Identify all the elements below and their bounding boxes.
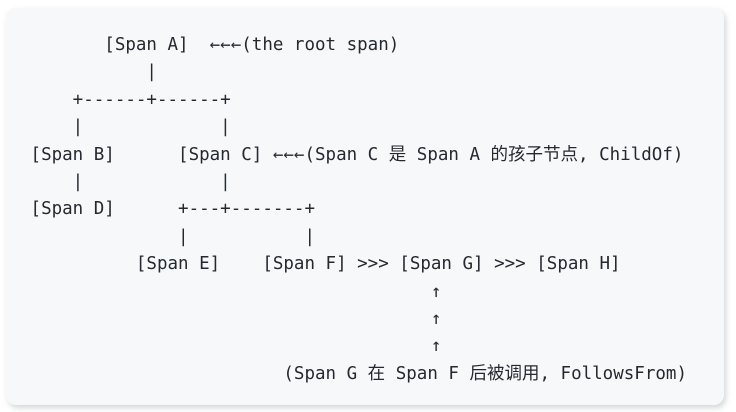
span-relationship-ascii-diagram: [Span A] ←←←(the root span) | +------+--… [30, 35, 687, 384]
code-block-panel: [Span A] ←←←(the root span) | +------+--… [6, 8, 724, 405]
